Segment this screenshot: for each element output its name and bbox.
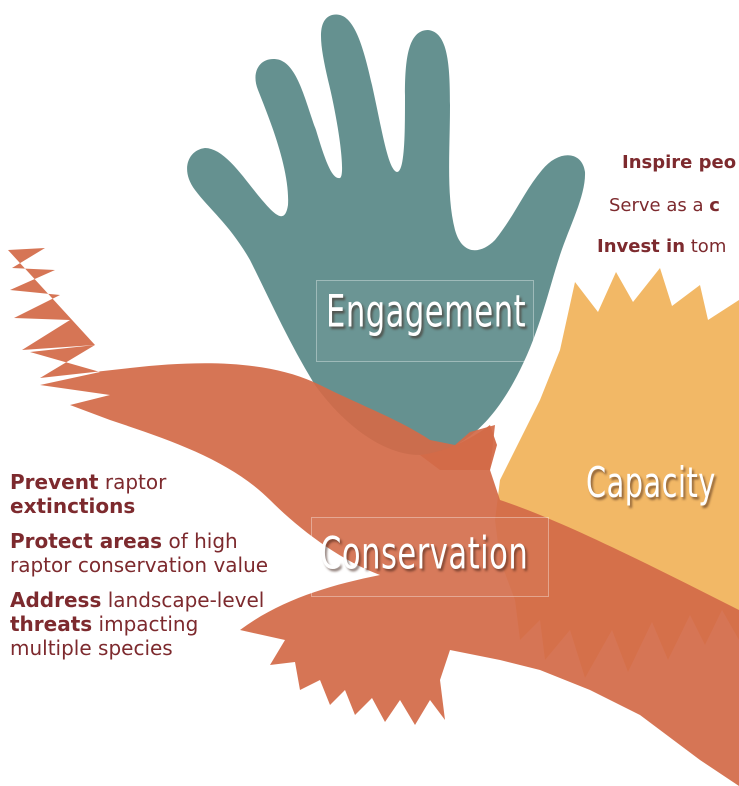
conservation-point-prevent: Prevent raptor extinctions xyxy=(10,470,167,518)
conservation-point-protect: Protect areas of high raptor conservatio… xyxy=(10,529,269,577)
conservation-label-box xyxy=(311,517,549,597)
engagement-label-box xyxy=(316,280,534,362)
raptor-bird-icon xyxy=(8,248,739,786)
hand-icon xyxy=(187,14,586,456)
conservation-label: Conservation xyxy=(320,528,529,580)
capacity-label: Capacity xyxy=(586,458,716,508)
conservation-points: Prevent raptor extinctions Protect areas… xyxy=(10,470,280,671)
engagement-point-inspire: Inspire peo xyxy=(622,152,737,173)
raptor-head-icon xyxy=(420,425,497,470)
engagement-point-invest: Invest in tom xyxy=(597,236,727,257)
conservation-point-address: Address landscape-level threats impactin… xyxy=(10,588,265,660)
engagement-label: Engagement xyxy=(326,286,527,338)
engagement-point-serve: Serve as a c xyxy=(609,195,720,216)
